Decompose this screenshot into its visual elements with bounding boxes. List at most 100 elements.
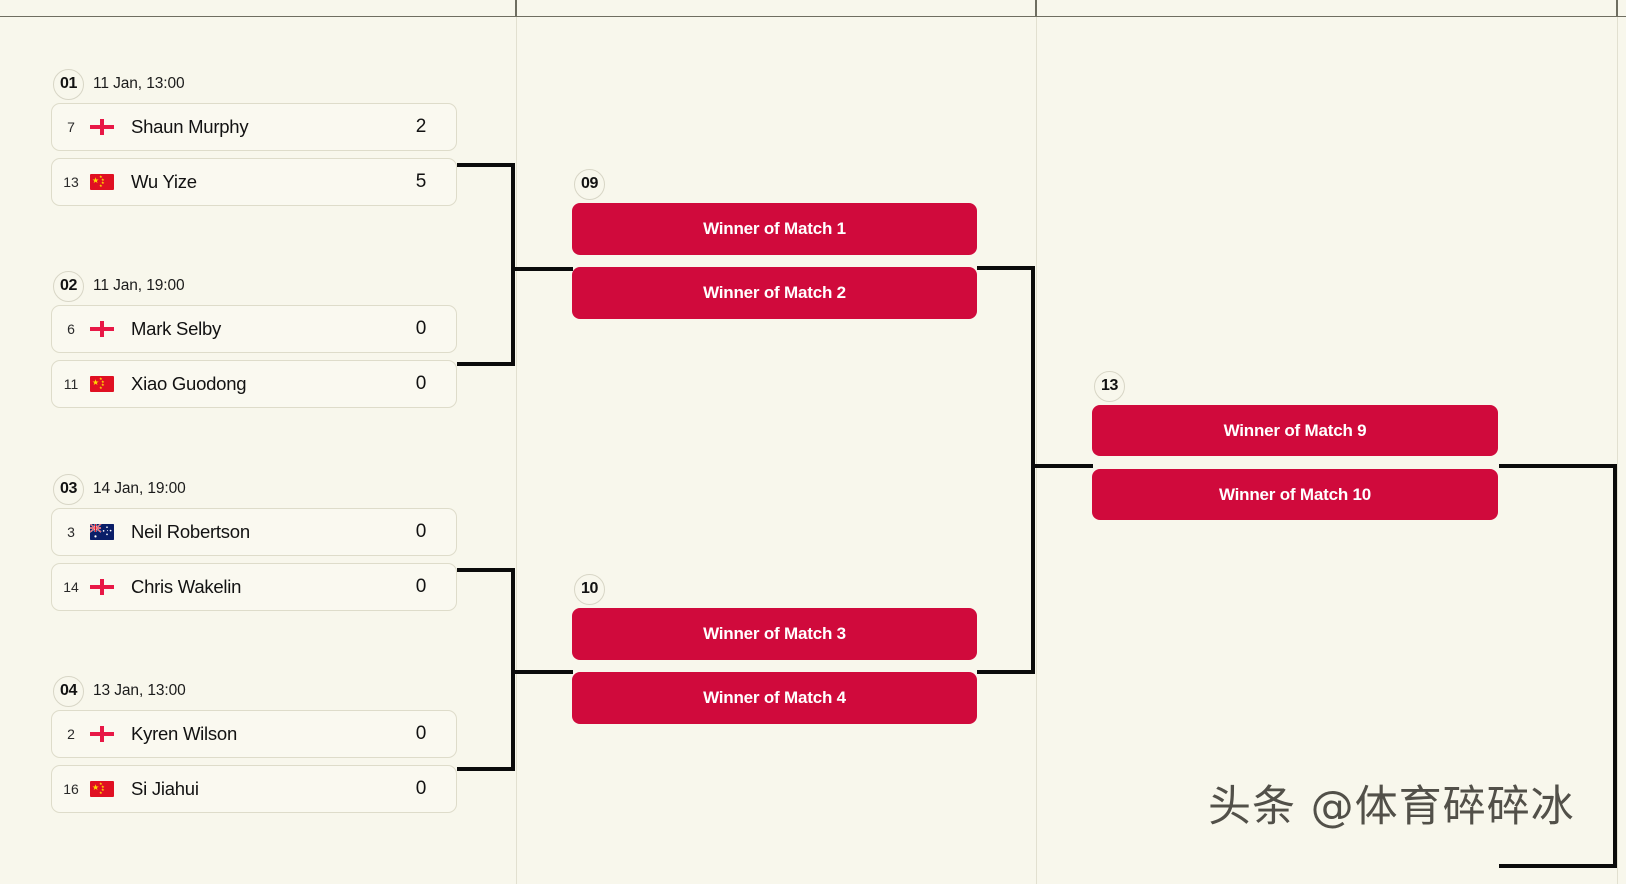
match-datetime: 11 Jan, 19:00 — [93, 277, 185, 294]
player-name: Wu Yize — [131, 171, 197, 192]
table-row[interactable]: 3 — [51, 508, 457, 556]
china-flag: ★ ★ ★ ★ ★ — [90, 781, 114, 797]
player-name: Neil Robertson — [131, 521, 250, 542]
round-column-guide-2 — [1036, 17, 1037, 884]
star-glyph: ★ — [99, 183, 103, 188]
table-row[interactable]: 14 Chris Wakelin 0 — [51, 563, 457, 611]
winner-slot[interactable]: Winner of Match 3 — [572, 608, 977, 660]
connector-h-match13 — [1499, 464, 1617, 468]
australia-flag-art — [90, 524, 114, 540]
match-header: 13 — [1092, 370, 1498, 402]
player-score: 2 — [415, 116, 427, 137]
table-row[interactable]: 2 Kyren Wilson 0 — [51, 710, 457, 758]
star-glyph: ★ — [101, 177, 105, 182]
match-number-badge: 03 — [53, 473, 84, 505]
connector-h-final-bottom — [1499, 864, 1617, 868]
match-header: 02 11 Jan, 19:00 — [51, 270, 457, 302]
match-datetime: 13 Jan, 13:00 — [93, 682, 186, 699]
star-glyph: ★ — [99, 781, 103, 786]
player-seed: 6 — [67, 321, 75, 337]
star-glyph: ★ — [99, 174, 103, 179]
star-glyph: ★ — [99, 385, 103, 390]
round-divider-2 — [1035, 0, 1037, 17]
table-row[interactable]: 6 Mark Selby 0 — [51, 305, 457, 353]
player-name: Si Jiahui — [131, 778, 199, 799]
match-datetime: 14 Jan, 19:00 — [93, 480, 186, 497]
match-number-badge: 09 — [574, 168, 605, 200]
player-name: Chris Wakelin — [131, 576, 242, 597]
connector-v-match09 — [511, 163, 515, 366]
connector-v-match13 — [1031, 266, 1035, 671]
player-score: 0 — [415, 576, 427, 597]
china-flag: ★ ★ ★ ★ ★ — [90, 174, 114, 190]
winner-slot[interactable]: Winner of Match 4 — [572, 672, 977, 724]
match-number-badge: 10 — [574, 573, 605, 605]
match-datetime: 11 Jan, 13:00 — [93, 75, 185, 92]
australia-flag — [90, 524, 114, 540]
winner-slot[interactable]: Winner of Match 10 — [1092, 469, 1498, 520]
match-card-09[interactable]: 09 Winner of Match 1 Winner of Match 2 — [572, 168, 977, 319]
connector-v-final — [1613, 464, 1617, 868]
player-score: 0 — [415, 723, 427, 744]
player-name: Mark Selby — [131, 318, 222, 339]
star-glyph: ★ — [101, 784, 105, 789]
player-name: Xiao Guodong — [131, 373, 247, 394]
winner-slot[interactable]: Winner of Match 1 — [572, 203, 977, 255]
watermark-text: 头条 @体育碎碎冰 — [1208, 782, 1575, 832]
match-number-badge: 04 — [53, 675, 84, 707]
player-seed: 16 — [63, 781, 79, 797]
china-flag: ★ ★ ★ ★ ★ — [90, 376, 114, 392]
match-card-02[interactable]: 02 11 Jan, 19:00 6 Mark Selby 0 11 ★ ★ ★… — [51, 270, 457, 415]
star-glyph: ★ — [92, 378, 100, 387]
connector-stub-match09 — [515, 267, 573, 271]
match-header: 03 14 Jan, 19:00 — [51, 473, 457, 505]
player-seed: 13 — [63, 174, 79, 190]
winner-slot[interactable]: Winner of Match 2 — [572, 267, 977, 319]
connector-h-match04 — [457, 767, 515, 771]
match-card-13[interactable]: 13 Winner of Match 9 Winner of Match 10 — [1092, 370, 1498, 520]
match-card-01[interactable]: 01 11 Jan, 13:00 7 Shaun Murphy 2 13 ★ ★… — [51, 68, 457, 213]
player-name: Shaun Murphy — [131, 116, 249, 137]
match-card-04[interactable]: 04 13 Jan, 13:00 2 Kyren Wilson 0 16 ★ ★… — [51, 675, 457, 820]
table-row[interactable]: 11 ★ ★ ★ ★ ★ Xiao Guodong 0 — [51, 360, 457, 408]
table-row[interactable]: 16 ★ ★ ★ ★ ★ Si Jiahui 0 — [51, 765, 457, 813]
match-header: 09 — [572, 168, 977, 200]
england-flag — [90, 321, 114, 337]
player-name: Kyren Wilson — [131, 723, 237, 744]
table-row[interactable]: 7 Shaun Murphy 2 — [51, 103, 457, 151]
round-column-guide-1 — [516, 17, 517, 884]
connector-stub-match10 — [515, 670, 573, 674]
match-header: 10 — [572, 573, 977, 605]
player-score: 0 — [415, 778, 427, 799]
match-card-10[interactable]: 10 Winner of Match 3 Winner of Match 4 — [572, 573, 977, 724]
player-seed: 7 — [67, 119, 75, 135]
match-number-badge: 01 — [53, 68, 84, 100]
star-glyph: ★ — [92, 176, 100, 185]
star-glyph: ★ — [99, 790, 103, 795]
match-number-badge: 13 — [1094, 370, 1125, 402]
england-flag — [90, 119, 114, 135]
round-divider-3 — [1616, 0, 1618, 17]
england-flag — [90, 579, 114, 595]
match-header: 01 11 Jan, 13:00 — [51, 68, 457, 100]
winner-slot[interactable]: Winner of Match 9 — [1092, 405, 1498, 456]
star-glyph: ★ — [99, 376, 103, 381]
player-score: 0 — [415, 318, 427, 339]
player-score: 5 — [415, 171, 427, 192]
player-seed: 3 — [67, 524, 75, 540]
connector-h-match10 — [977, 670, 1035, 674]
star-glyph: ★ — [101, 787, 105, 792]
connector-h-match02 — [457, 362, 515, 366]
match-number-badge: 02 — [53, 270, 84, 302]
star-glyph: ★ — [101, 379, 105, 384]
table-row[interactable]: 13 ★ ★ ★ ★ ★ Wu Yize 5 — [51, 158, 457, 206]
player-seed: 11 — [63, 376, 79, 392]
player-seed: 14 — [63, 579, 79, 595]
round-divider-1 — [515, 0, 517, 17]
star-glyph: ★ — [101, 382, 105, 387]
england-flag — [90, 726, 114, 742]
match-card-03[interactable]: 03 14 Jan, 19:00 3 — [51, 473, 457, 618]
connector-v-match10 — [511, 568, 515, 771]
connector-stub-match13 — [1035, 464, 1093, 468]
